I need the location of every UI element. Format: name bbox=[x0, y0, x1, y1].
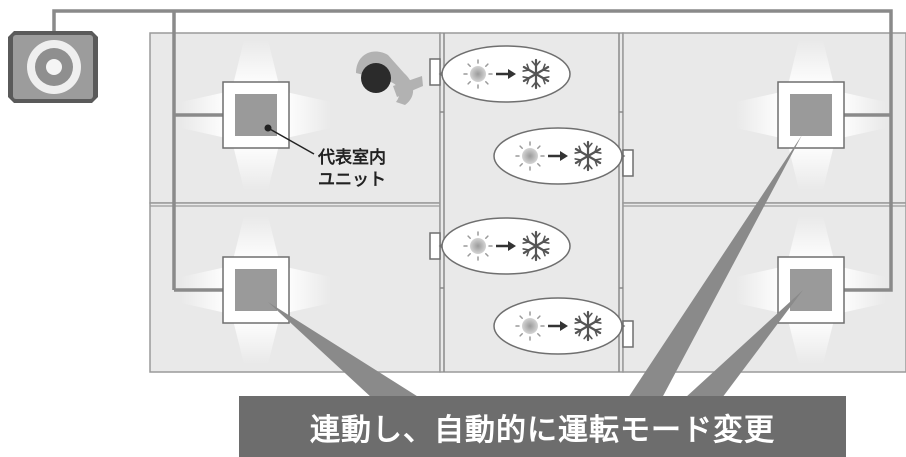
sun-icon bbox=[463, 231, 493, 261]
indoor-unit-icon bbox=[222, 256, 290, 324]
refrigerant-piping bbox=[52, 9, 893, 292]
remote-controller-icon bbox=[429, 58, 634, 348]
speech-bubble bbox=[438, 217, 571, 275]
arrow-right-icon bbox=[496, 69, 516, 79]
sun-icon bbox=[515, 311, 545, 341]
caption-text: 連動し、自動的に運転モード変更 bbox=[310, 412, 775, 448]
indoor-unit-icon bbox=[777, 81, 845, 149]
snowflake-icon bbox=[522, 230, 550, 262]
speech-bubble bbox=[493, 297, 626, 355]
arrow-right-icon bbox=[548, 151, 568, 161]
indoor-unit-icon bbox=[777, 256, 845, 324]
snowflake-icon bbox=[522, 58, 550, 90]
indoor-unit-icon bbox=[222, 81, 290, 149]
outdoor-unit-icon bbox=[8, 31, 98, 103]
arrow-right-icon bbox=[496, 241, 516, 251]
representative-unit-label-line2: ユニット bbox=[318, 170, 386, 190]
snowflake-icon bbox=[574, 310, 602, 342]
arrow-right-icon bbox=[548, 321, 568, 331]
representative-unit-label: 代表室内 ユニット bbox=[318, 147, 386, 191]
sun-icon bbox=[463, 59, 493, 89]
airflow-glows bbox=[181, 40, 886, 364]
speech-bubble bbox=[493, 127, 626, 185]
mode-change-bubbles bbox=[438, 45, 626, 355]
callout-wedges bbox=[268, 135, 803, 398]
floor-plan bbox=[149, 32, 906, 373]
caption-bar: 連動し、自動的に運転モード変更 bbox=[239, 396, 846, 457]
representative-unit-leader bbox=[264, 124, 315, 155]
sun-icon bbox=[515, 141, 545, 171]
person-icon bbox=[356, 51, 423, 105]
snowflake-icon bbox=[574, 140, 602, 172]
speech-bubble bbox=[438, 45, 571, 103]
representative-unit-label-line1: 代表室内 bbox=[318, 148, 386, 168]
